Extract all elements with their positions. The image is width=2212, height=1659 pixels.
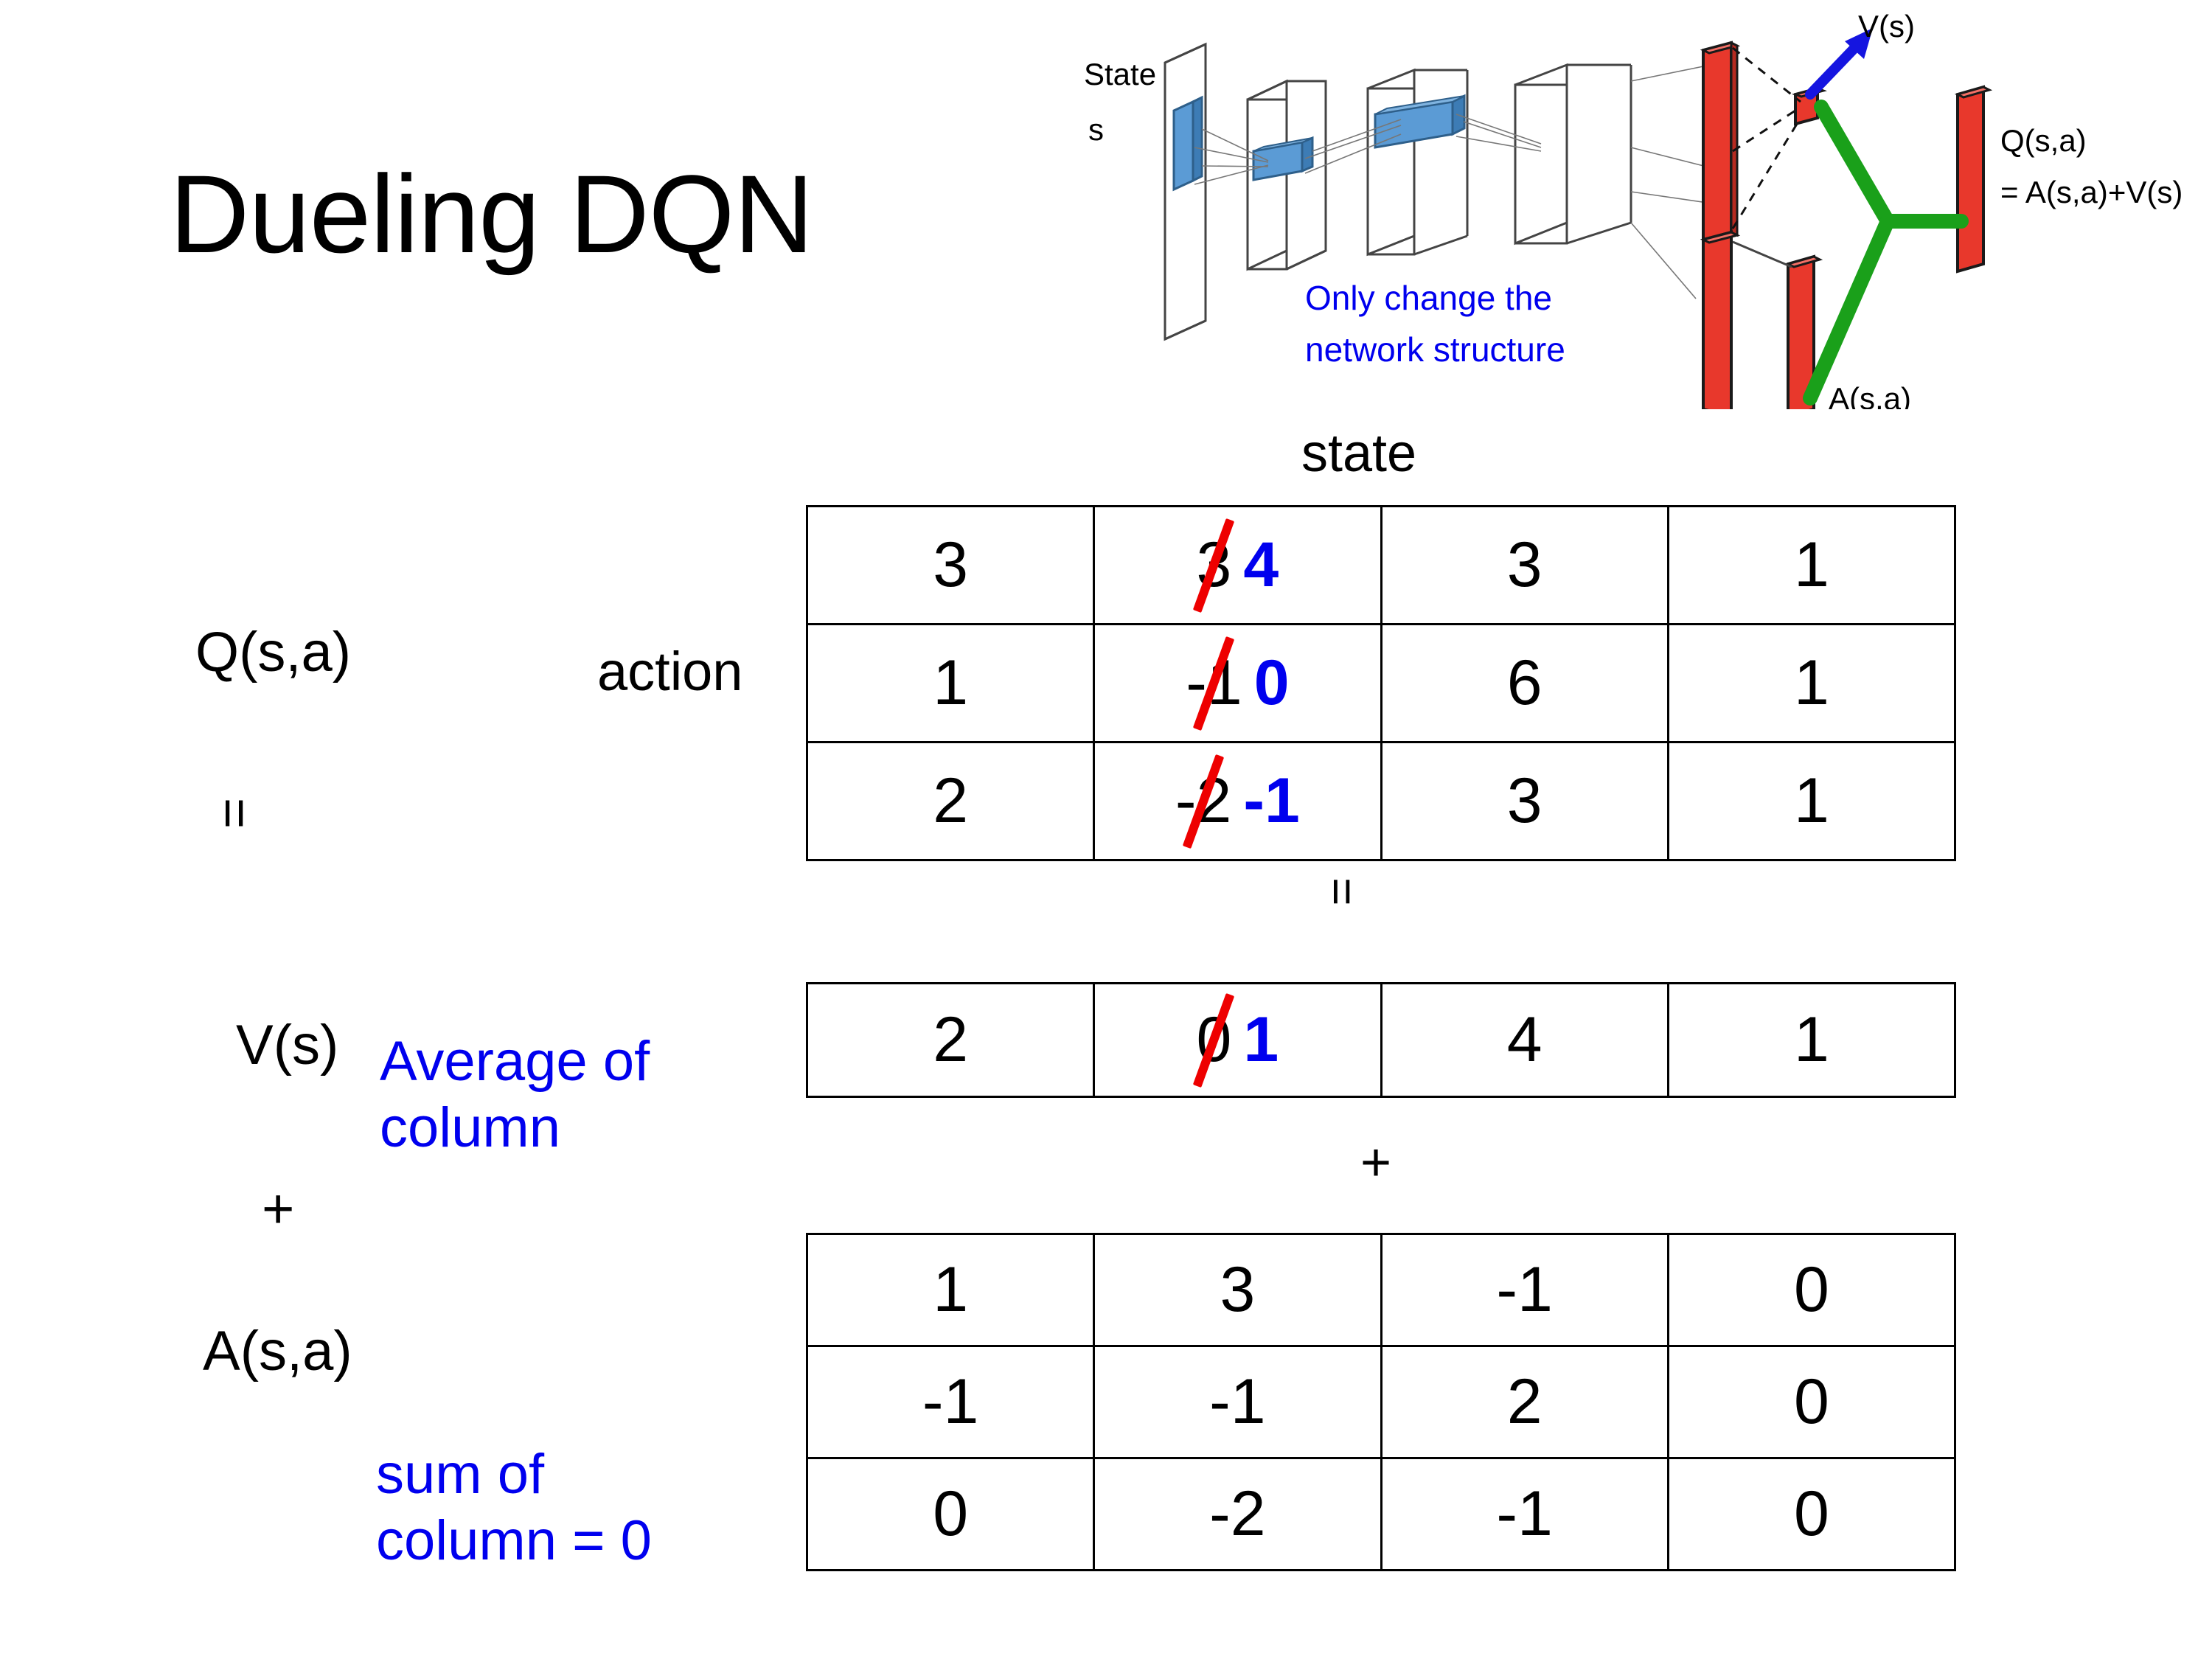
table-row: 2 -2 -1 3 1 (805, 741, 1957, 861)
a-cell-r0c2: -1 (1380, 1233, 1669, 1347)
q-cell-r0c1: 3 4 (1093, 505, 1382, 625)
edited-cell: -2 -1 (1095, 743, 1380, 859)
q-cell-r0c0: 3 (805, 505, 1096, 625)
q-cell-r1c3: 1 (1666, 623, 1957, 743)
q-cell-r0c2: 3 (1380, 505, 1669, 625)
a-cell-r2c2: -1 (1380, 1457, 1669, 1571)
page-title: Dueling DQN (170, 152, 814, 276)
state-label-line1: State (1084, 57, 1156, 91)
average-note-line2: column (380, 1096, 560, 1159)
struck-value: 0 (1196, 1004, 1232, 1075)
diagram-q-label-line2: = A(s,a)+V(s) (2000, 175, 2183, 209)
a-cell-r0c1: 3 (1093, 1233, 1382, 1347)
v-matrix-label: V(s) (236, 1014, 339, 1077)
sum-note-line1: sum of (376, 1443, 545, 1506)
a-value-table: 1 3 -1 0 -1 -1 2 0 0 -2 -1 0 (805, 1233, 1957, 1571)
table-row: 2 0 1 4 1 (805, 982, 1957, 1098)
v-cell-r0c1: 0 1 (1093, 982, 1382, 1098)
q-cell-r2c1: -2 -1 (1093, 741, 1382, 861)
q-cell-r2c3: 1 (1666, 741, 1957, 861)
q-cell-r2c2: 3 (1380, 741, 1669, 861)
state-label-line2: s (1088, 112, 1104, 147)
plus-sign-2: + (1360, 1133, 1392, 1192)
table-row: 3 3 4 3 1 (805, 505, 1957, 625)
network-note-line1: Only change the (1305, 279, 1552, 317)
struck-value: -1 (1186, 647, 1242, 718)
v-cell-r0c2: 4 (1380, 982, 1669, 1098)
a-cell-r1c2: 2 (1380, 1345, 1669, 1459)
q-cell-r2c0: 2 (805, 741, 1096, 861)
action-axis-label: action (597, 641, 743, 702)
equals-sign-1: = (205, 798, 264, 828)
plus-sign-1: + (262, 1178, 295, 1240)
diagram-a-label: A(s,a) (1829, 381, 1911, 409)
q-matrix-label: Q(s,a) (195, 621, 352, 684)
table-row: 1 -1 0 6 1 (805, 623, 1957, 743)
edited-cell: -1 0 (1095, 625, 1380, 741)
q-cell-r1c2: 6 (1380, 623, 1669, 743)
sum-note-line2: column = 0 (376, 1509, 652, 1572)
a-matrix-label: A(s,a) (203, 1320, 352, 1382)
v-value-table: 2 0 1 4 1 (805, 982, 1957, 1098)
corrected-value: 1 (1243, 1004, 1279, 1075)
diagram-q-label-line1: Q(s,a) (2000, 123, 2087, 158)
equals-sign-2: = (1315, 877, 1370, 905)
struck-value: 3 (1196, 529, 1232, 600)
a-cell-r2c0: 0 (805, 1457, 1096, 1571)
average-note-line1: Average of (380, 1030, 650, 1093)
corrected-value: -1 (1243, 765, 1300, 836)
network-note-line2: network structure (1305, 330, 1565, 369)
edited-cell: 0 1 (1095, 984, 1380, 1096)
corrected-value: 0 (1253, 647, 1290, 718)
state-axis-label: state (1301, 424, 1417, 483)
q-cell-r0c3: 1 (1666, 505, 1957, 625)
a-cell-r1c3: 0 (1666, 1345, 1957, 1459)
table-row: 0 -2 -1 0 (805, 1457, 1957, 1571)
dueling-network-diagram: State s Only change the network structur… (1084, 7, 2205, 409)
a-cell-r0c0: 1 (805, 1233, 1096, 1347)
table-row: 1 3 -1 0 (805, 1233, 1957, 1347)
a-cell-r1c1: -1 (1093, 1345, 1382, 1459)
q-cell-r1c0: 1 (805, 623, 1096, 743)
v-cell-r0c0: 2 (805, 982, 1096, 1098)
corrected-value: 4 (1243, 529, 1279, 600)
a-cell-r1c0: -1 (805, 1345, 1096, 1459)
a-cell-r0c3: 0 (1666, 1233, 1957, 1347)
v-cell-r0c3: 1 (1666, 982, 1957, 1098)
average-of-column-note: Average of column (380, 1029, 650, 1161)
q-cell-r1c1: -1 0 (1093, 623, 1382, 743)
a-cell-r2c1: -2 (1093, 1457, 1382, 1571)
table-row: -1 -1 2 0 (805, 1345, 1957, 1459)
struck-value: -2 (1175, 765, 1232, 836)
a-cell-r2c3: 0 (1666, 1457, 1957, 1571)
sum-of-column-note: sum of column = 0 (376, 1441, 652, 1573)
edited-cell: 3 4 (1095, 507, 1380, 623)
diagram-v-label: V(s) (1858, 9, 1915, 44)
q-value-table: 3 3 4 3 1 1 -1 0 6 1 2 -2 -1 3 1 (805, 505, 1957, 861)
